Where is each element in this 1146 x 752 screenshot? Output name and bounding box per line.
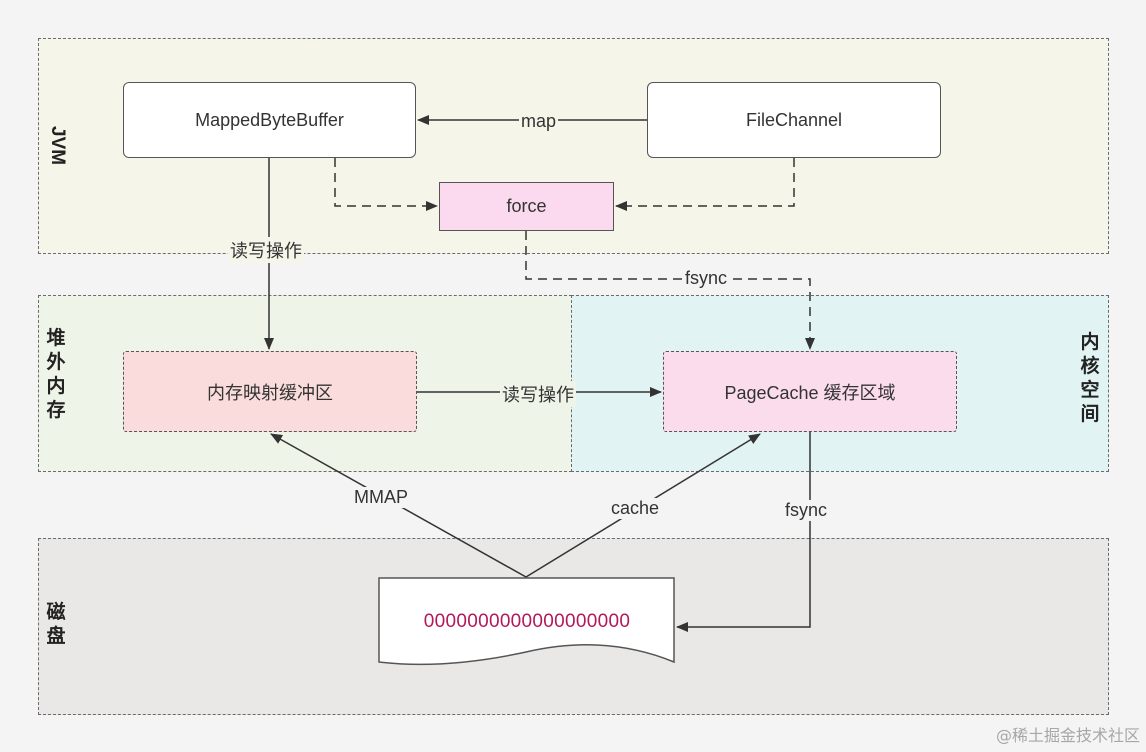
pagecache-fsync-arrow: [676, 432, 811, 632]
cache-edge-label: cache: [609, 498, 662, 519]
map-edge-label: map: [519, 111, 559, 132]
fc-to-force-arrow: [615, 158, 795, 211]
disk-zone-label: 磁盘: [46, 601, 66, 647]
fsync-top-edge-label: fsync: [683, 268, 730, 289]
read-write-edge-label: 读写操作: [228, 237, 304, 263]
file-channel-node: FileChannel: [647, 82, 941, 158]
disk-file-content: 0000000000000000000: [423, 611, 631, 632]
offheap-zone-label: 堆外内存: [46, 327, 66, 421]
mmap-edge-label: MMAP: [352, 487, 410, 508]
force-fsync-arrow: [525, 231, 815, 350]
kernel-zone-label: 内核空间: [1080, 331, 1100, 425]
mbb-to-force-arrow: [334, 158, 438, 211]
mmap-buffer-node: 内存映射缓冲区: [123, 351, 417, 432]
disk-file-shape: [378, 577, 675, 666]
force-node: force: [439, 182, 614, 231]
page-cache-node: PageCache 缓存区域: [663, 351, 957, 432]
mapped-byte-buffer-node: MappedByteBuffer: [123, 82, 416, 158]
fsync-bottom-edge-label: fsync: [783, 500, 830, 521]
watermark: @稀土掘金技术社区: [995, 726, 1140, 745]
jvm-zone-label: JVM: [47, 126, 68, 166]
read-write-horizontal-edge-label: 读写操作: [500, 381, 576, 407]
